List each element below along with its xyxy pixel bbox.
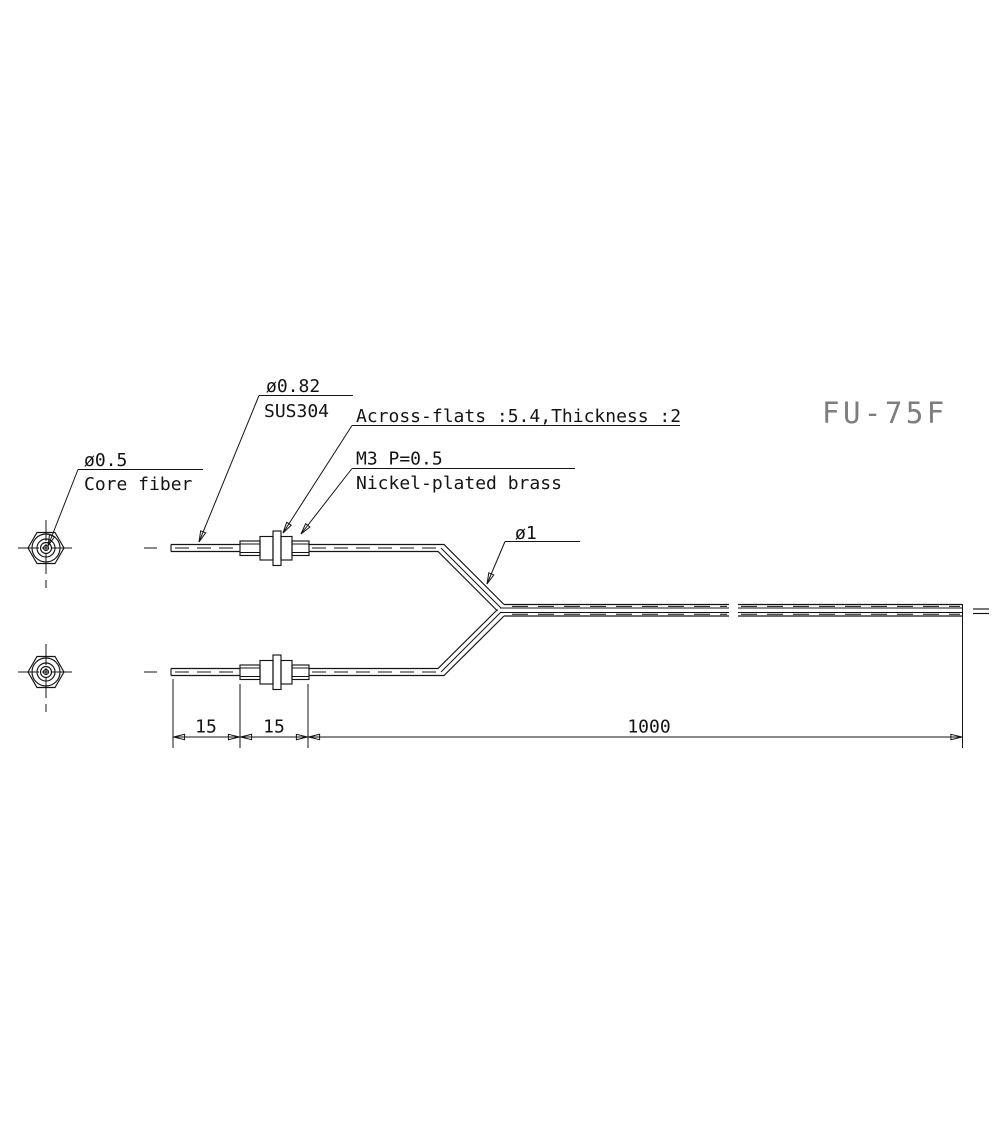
label-cable-diameter: ø1 <box>515 523 537 544</box>
label-thread-material: Nickel-plated brass <box>356 473 562 494</box>
flange <box>272 530 282 567</box>
sheath-bottom-edge <box>309 615 505 677</box>
label-across-flats: Across-flats :5.4,Thickness :2 <box>356 406 681 427</box>
sheath-bottom-edge <box>309 550 498 612</box>
dimension-cable-length: 1000 <box>627 717 670 738</box>
drawing-title: FU-75F <box>822 396 948 430</box>
label-core-fiber: Core fiber <box>84 474 193 495</box>
hex-nut-left <box>259 535 274 561</box>
label-tip-diameter: ø0.82 <box>266 376 320 397</box>
thread-barrel-right <box>291 664 310 681</box>
thread-barrel-left <box>239 540 261 557</box>
dimension-group: 15 15 1000 <box>172 604 963 748</box>
hex-nut-right <box>280 659 293 685</box>
steel-tip-tube <box>170 667 240 677</box>
fiber-probe-top <box>170 530 505 612</box>
fiber-probe-bottom <box>170 609 505 691</box>
annotation-core-fiber: ø0.5 Core fiber <box>47 450 203 547</box>
label-thread-spec: M3 P=0.5 <box>356 449 443 470</box>
flange <box>272 654 282 691</box>
annotation-tip-tube: ø0.82 SUS304 <box>198 376 353 543</box>
annotation-thread: M3 P=0.5 Nickel-plated brass <box>300 449 575 535</box>
steel-tip-tube <box>170 543 240 553</box>
sheath-top-edge <box>309 543 505 605</box>
label-core-diameter: ø0.5 <box>84 450 127 471</box>
end-view-bottom <box>18 644 74 712</box>
hex-nut-right <box>280 535 293 561</box>
dimension-tip-length: 15 <box>195 717 217 738</box>
dimension-connector-length: 15 <box>263 717 285 738</box>
sheath-top-edge <box>309 609 498 670</box>
annotation-across-flats: Across-flats :5.4,Thickness :2 <box>282 406 681 534</box>
thread-barrel-right <box>291 540 310 557</box>
thread-barrel-left <box>239 664 261 681</box>
hex-nut-left <box>259 659 274 685</box>
duplex-cable <box>500 603 989 617</box>
label-tip-material: SUS304 <box>264 401 329 422</box>
end-view-top <box>18 520 74 588</box>
annotation-cable-diameter: ø1 <box>486 523 580 585</box>
